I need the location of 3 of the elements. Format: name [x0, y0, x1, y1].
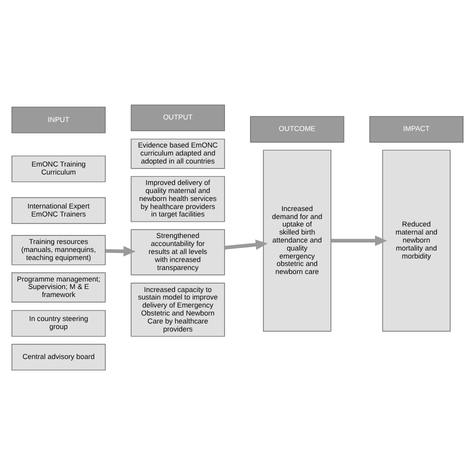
arrow	[224, 238, 268, 250]
arrow	[330, 234, 387, 246]
arrow	[105, 245, 136, 256]
